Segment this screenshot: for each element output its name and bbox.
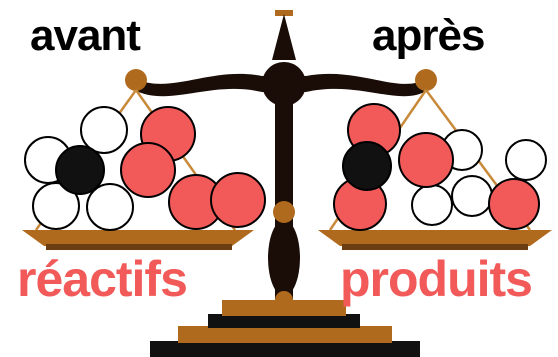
left-pan [22, 230, 254, 250]
right-pan [318, 230, 552, 250]
scale-beam [134, 73, 428, 97]
atom-circle-icon [451, 175, 493, 217]
atom-circle-icon [342, 141, 392, 191]
atom-circle-icon [80, 106, 128, 154]
atom-circle-icon [398, 132, 454, 188]
atom-circle-icon [505, 139, 547, 181]
after-label: après [372, 11, 485, 60]
atom-circle-icon [411, 184, 453, 226]
reactant-molecules [24, 106, 266, 231]
atom-circle-icon [120, 142, 176, 198]
reactants-label: réactifs [17, 251, 188, 307]
product-molecules [333, 103, 547, 231]
atom-circle-icon [210, 172, 266, 228]
atom-circle-icon [55, 145, 105, 195]
before-label: avant [30, 11, 141, 60]
products-label: produits [340, 251, 533, 307]
scale-post [268, 100, 300, 309]
atom-circle-icon [86, 183, 134, 231]
atom-circle-icon [488, 178, 540, 230]
atom-circle-icon [32, 182, 80, 230]
